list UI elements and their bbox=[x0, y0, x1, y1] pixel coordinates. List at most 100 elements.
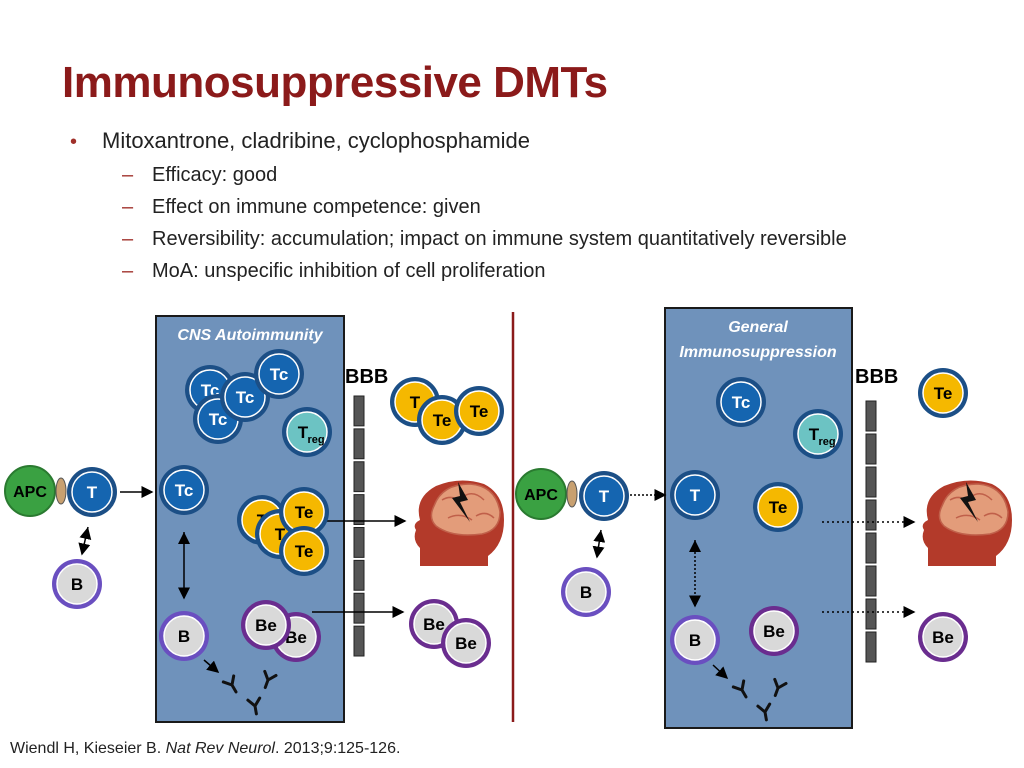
dash-marker: – bbox=[122, 164, 134, 186]
arrows-left bbox=[78, 486, 407, 673]
antibody-icon bbox=[731, 679, 748, 699]
barrier-segment bbox=[353, 559, 365, 591]
b-cell: B bbox=[561, 567, 611, 617]
sub-bullet-reversibility: – Reversibility: accumulation; impact on… bbox=[122, 228, 1010, 251]
antibody-icon bbox=[246, 696, 262, 716]
barrier-segment bbox=[865, 400, 877, 432]
t-cell: T bbox=[579, 471, 629, 521]
mhc-receptor bbox=[55, 477, 67, 505]
cns-autoimmunity-label: CNS Autoimmunity bbox=[177, 327, 323, 344]
svg-text:Be: Be bbox=[932, 628, 954, 647]
bbb-label-left: BBB bbox=[345, 366, 388, 388]
barrier-segment bbox=[353, 625, 365, 657]
svg-text:B: B bbox=[71, 575, 83, 594]
te-cell: Te bbox=[918, 368, 968, 418]
svg-text:Tc: Tc bbox=[209, 410, 228, 429]
svg-text:T: T bbox=[298, 423, 309, 442]
svg-text:Be: Be bbox=[285, 628, 307, 647]
svg-text:Te: Te bbox=[769, 498, 788, 517]
barrier-segment bbox=[865, 631, 877, 663]
antibody-icon bbox=[773, 677, 788, 698]
t-cell: T bbox=[67, 467, 117, 517]
barrier-segment bbox=[865, 499, 877, 531]
apc-cell: APC bbox=[4, 465, 56, 517]
svg-text:APC: APC bbox=[13, 484, 47, 501]
svg-text:B: B bbox=[689, 631, 701, 650]
svg-text:T: T bbox=[690, 486, 701, 505]
svg-text:Tc: Tc bbox=[732, 393, 751, 412]
bbb-barrier-left bbox=[353, 395, 365, 657]
be-cell: Be bbox=[241, 600, 291, 650]
dash-marker: – bbox=[122, 260, 134, 282]
lightning-bolt bbox=[452, 482, 470, 522]
barrier-segment bbox=[353, 494, 365, 525]
barrier-segment bbox=[353, 592, 365, 624]
be-cell: Be bbox=[918, 612, 968, 662]
b-cell: B bbox=[52, 559, 102, 609]
antibody-icon bbox=[221, 674, 238, 694]
svg-text:Tc: Tc bbox=[270, 365, 289, 384]
barrier-segment bbox=[353, 461, 365, 493]
svg-text:APC: APC bbox=[524, 487, 558, 504]
dash-marker: – bbox=[122, 196, 134, 218]
arrows-right bbox=[592, 489, 916, 680]
te-cell: Te bbox=[454, 386, 504, 436]
citation-details: . 2013;9:125-126. bbox=[274, 740, 401, 757]
svg-text:Te: Te bbox=[934, 384, 953, 403]
tc-cell: Tc bbox=[254, 349, 304, 399]
sub-bullet-efficacy: – Efficacy: good bbox=[122, 164, 1010, 187]
bullet-marker: • bbox=[70, 131, 78, 153]
brain-folds bbox=[441, 493, 495, 521]
barrier-segment bbox=[865, 598, 877, 630]
general-label-line2: Immunosuppression bbox=[679, 344, 837, 361]
svg-text:Te: Te bbox=[470, 402, 489, 421]
svg-text:Te: Te bbox=[295, 503, 314, 522]
brain-shape bbox=[430, 483, 501, 536]
apc-cell: APC bbox=[515, 468, 567, 520]
bullet-item: • Mitoxantrone, cladribine, cyclophospha… bbox=[70, 128, 1010, 154]
barrier-segment bbox=[353, 395, 365, 427]
brain-head-icon bbox=[414, 480, 504, 566]
barrier-segment bbox=[865, 532, 877, 564]
bullet-text: Mitoxantrone, cladribine, cyclophosphami… bbox=[102, 128, 531, 153]
bbb-label-right: BBB bbox=[855, 366, 898, 388]
svg-text:Be: Be bbox=[255, 616, 277, 635]
barrier-segment bbox=[353, 527, 365, 558]
svg-text:Be: Be bbox=[763, 622, 785, 641]
cells: APCTBTcTcTcTcTregTcTTTeTeBBeBeTTeTeBeBeA… bbox=[4, 349, 968, 668]
citation: Wiendl H, Kieseier B. Nat Rev Neurol. 20… bbox=[10, 740, 400, 758]
antibodies bbox=[221, 669, 788, 722]
svg-text:Te: Te bbox=[433, 411, 452, 430]
b-cell: B bbox=[670, 615, 720, 665]
be-cell: Be bbox=[749, 606, 799, 656]
t-cell: T bbox=[670, 470, 720, 520]
svg-text:Be: Be bbox=[423, 615, 445, 634]
lightning-bolt bbox=[960, 482, 978, 522]
mhc-receptor bbox=[566, 480, 578, 508]
tc-cell: Tc bbox=[716, 377, 766, 427]
brain-folds bbox=[949, 493, 1003, 521]
citation-journal: Nat Rev Neurol bbox=[165, 740, 275, 757]
sub-bullet-text: Efficacy: good bbox=[152, 164, 278, 186]
svg-text:T: T bbox=[809, 425, 820, 444]
dash-marker: – bbox=[122, 228, 134, 250]
svg-text:T: T bbox=[410, 393, 421, 412]
svg-text:Tc: Tc bbox=[236, 388, 255, 407]
general-label-line1: General bbox=[728, 319, 788, 336]
sub-bullet-text: MoA: unspecific inhibition of cell proli… bbox=[152, 260, 546, 282]
bbb-barrier-right bbox=[865, 400, 877, 663]
be-cell: Be bbox=[441, 618, 491, 668]
svg-text:Tc: Tc bbox=[175, 481, 194, 500]
te-cell: Te bbox=[279, 526, 329, 576]
barrier-segment bbox=[353, 428, 365, 460]
sub-bullet-moa: – MoA: unspecific inhibition of cell pro… bbox=[122, 260, 1010, 283]
sub-bullet-text: Reversibility: accumulation; impact on i… bbox=[152, 228, 847, 250]
antibody-icon bbox=[263, 669, 278, 690]
svg-text:B: B bbox=[580, 583, 592, 602]
svg-text:T: T bbox=[87, 483, 98, 502]
svg-text:B: B bbox=[178, 627, 190, 646]
tc-cell: Tc bbox=[159, 465, 209, 515]
svg-text:reg: reg bbox=[818, 436, 835, 448]
